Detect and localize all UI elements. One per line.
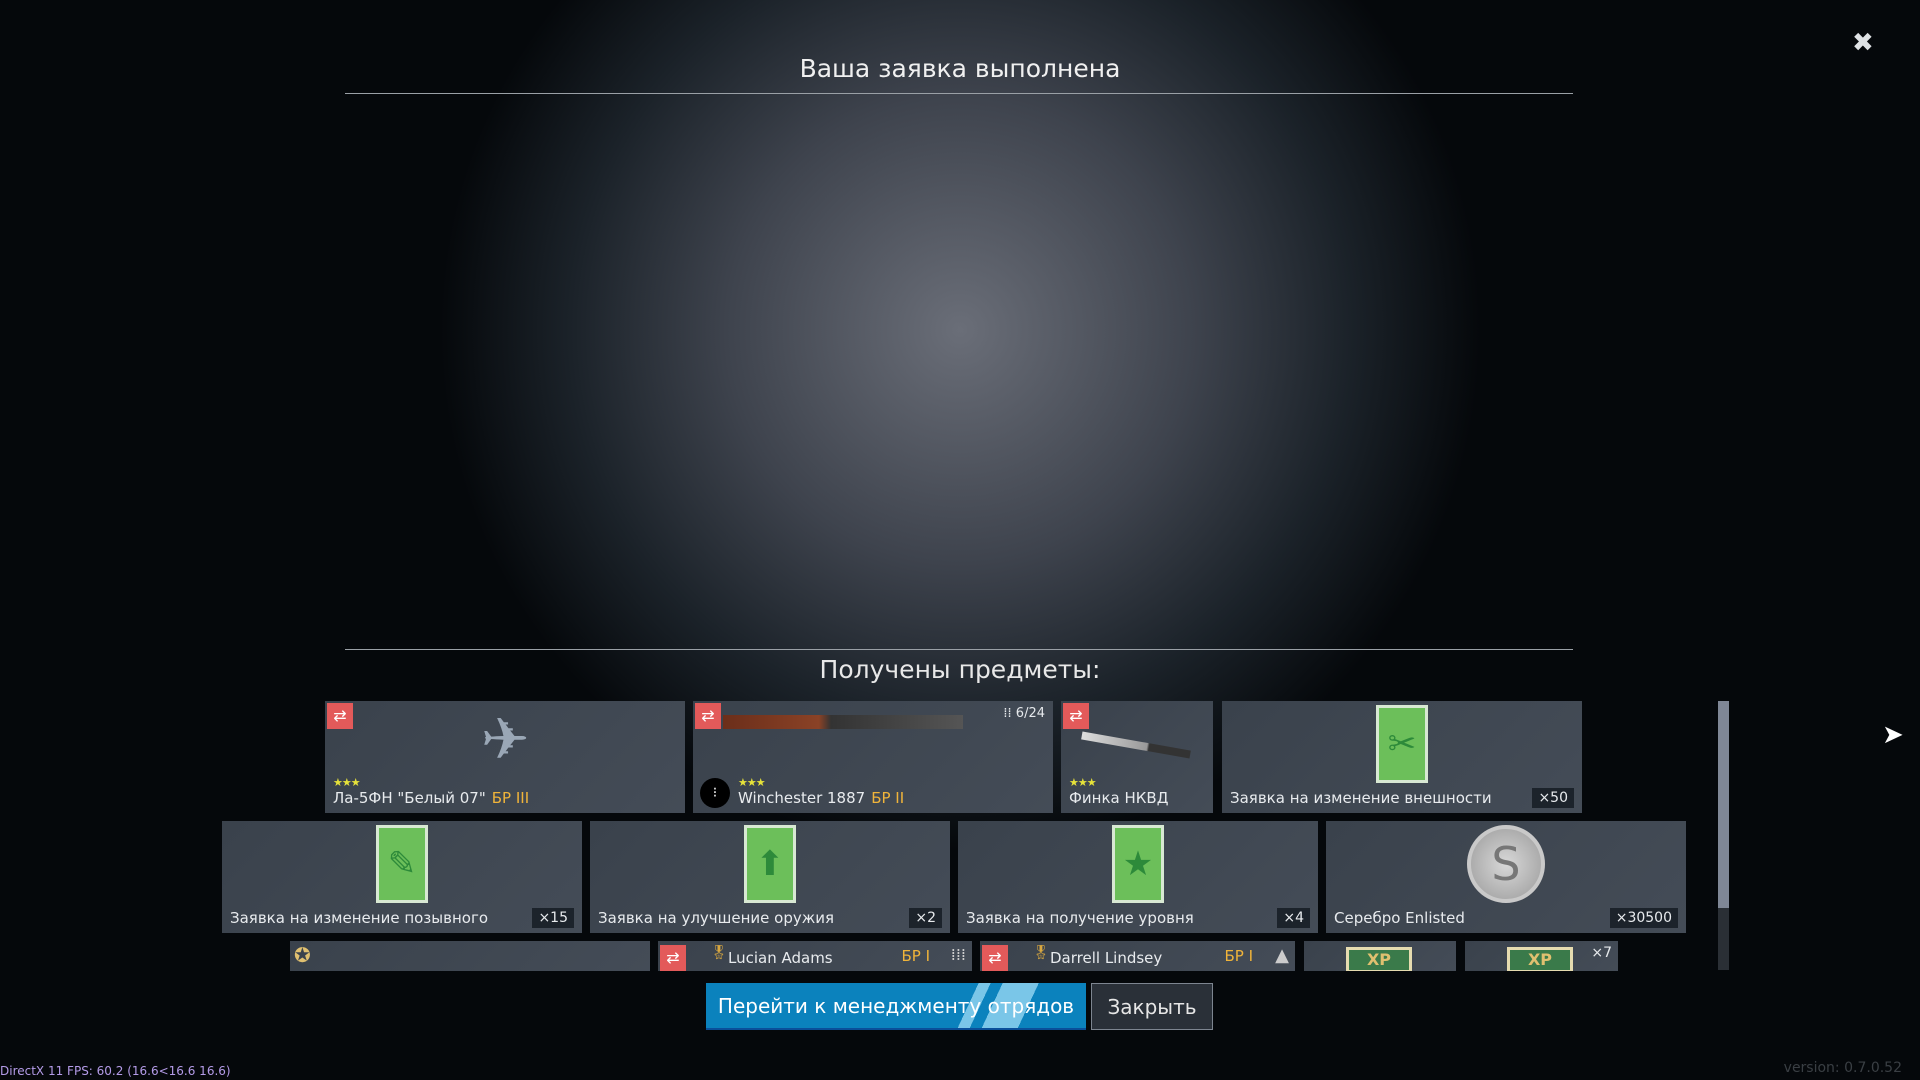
- ammo-type-icon: ⁝: [700, 778, 730, 808]
- stars: ★★★: [1069, 776, 1097, 789]
- swap-icon: ⇄: [660, 945, 686, 971]
- upgrade-arrow-icon: ⬆: [744, 825, 796, 903]
- received-heading: Получены предметы:: [819, 655, 1101, 684]
- reward-card-plane[interactable]: ⇄ ✈ ★★★ Ла-5ФН "Белый 07" БР III: [325, 701, 685, 813]
- star-icon: ★: [1112, 825, 1164, 903]
- knife-icon: [1081, 731, 1191, 759]
- item-count: ×15: [532, 908, 574, 928]
- divider: [345, 649, 1573, 650]
- plane-icon: ✈: [480, 705, 530, 773]
- scissors-icon: ✂: [1376, 705, 1428, 783]
- dialog-title: Ваша заявка выполнена: [799, 54, 1121, 83]
- swap-icon: ⇄: [695, 703, 721, 729]
- rank-medal-icon: 🎖: [710, 945, 728, 961]
- close-icon[interactable]: ✖: [1852, 28, 1874, 58]
- shotgun-icon: [723, 715, 963, 729]
- swap-icon: ⇄: [327, 703, 353, 729]
- reward-card-weapon-upgrade[interactable]: ⬆ Заявка на улучшение оружия ×2: [590, 821, 950, 933]
- divider: [345, 93, 1573, 94]
- stars: ★★★: [333, 776, 361, 789]
- xp-icon: XP: [1507, 947, 1573, 971]
- medal-icon: ✪: [294, 943, 311, 967]
- battle-rating: БР II: [871, 789, 905, 807]
- swap-icon: ⇄: [982, 945, 1008, 971]
- item-count: ×7: [1591, 945, 1612, 961]
- reward-card-callsign[interactable]: ✎ Заявка на изменение позывного ×15: [222, 821, 582, 933]
- item-count: ×2: [909, 908, 942, 928]
- item-name: Серебро Enlisted: [1334, 909, 1465, 927]
- battle-rating: БР III: [491, 789, 530, 807]
- item-name: Финка НКВД: [1069, 789, 1169, 807]
- reward-card-medal[interactable]: ✪: [290, 941, 650, 971]
- reward-card-appearance[interactable]: ✂ Заявка на изменение внешности ×50: [1222, 701, 1582, 813]
- reward-card-soldier[interactable]: ⇄ 🎖 Darrell Lindsey БР I ▲: [980, 941, 1295, 971]
- close-button[interactable]: Закрыть: [1091, 983, 1213, 1030]
- go-to-squad-management-button[interactable]: Перейти к менеджменту отрядов: [706, 983, 1086, 1030]
- reward-card-silver[interactable]: S Серебро Enlisted ×30500: [1326, 821, 1686, 933]
- swap-icon: ⇄: [1063, 703, 1089, 729]
- xp-icon: XP: [1346, 947, 1412, 971]
- reward-card-soldier[interactable]: ⇄ 🎖 Lucian Adams БР I ⁞⁞⁞: [658, 941, 972, 971]
- item-name: Заявка на изменение позывного: [230, 909, 489, 927]
- soldier-name: Lucian Adams: [728, 949, 833, 967]
- ammo-class-icon: ⁞⁞⁞: [950, 945, 966, 964]
- reward-card-level[interactable]: ★ Заявка на получение уровня ×4: [958, 821, 1318, 933]
- item-count: ×30500: [1609, 908, 1678, 928]
- class-icon: ▲: [1275, 945, 1289, 966]
- silver-coin-icon: S: [1467, 825, 1545, 903]
- item-name: Ла-5ФН "Белый 07": [333, 789, 486, 807]
- stars: ★★★: [738, 776, 766, 789]
- ammo-count: ⁞⁞ 6/24: [1003, 706, 1045, 721]
- reward-card-xp[interactable]: XP: [1304, 941, 1456, 971]
- mouse-cursor-icon: ➤: [1882, 720, 1904, 750]
- item-count: ×50: [1532, 788, 1574, 808]
- item-name: Winchester 1887: [738, 789, 866, 807]
- reward-card-knife[interactable]: ⇄ ★★★ Финка НКВД: [1061, 701, 1213, 813]
- version-label: version: 0.7.0.52: [1783, 1060, 1902, 1076]
- reward-card-shotgun[interactable]: ⇄ ⁞⁞ 6/24 ⁝ ★★★ Winchester 1887 БР II: [693, 701, 1053, 813]
- battle-rating: БР I: [1224, 947, 1253, 965]
- reward-card-xp[interactable]: XP ×7: [1465, 941, 1618, 971]
- fps-counter: DirectX 11 FPS: 60.2 (16.6<16.6 16.6): [0, 1064, 231, 1078]
- rank-medal-icon: 🎖: [1032, 945, 1050, 961]
- pencil-icon: ✎: [376, 825, 428, 903]
- item-count: ×4: [1277, 908, 1310, 928]
- item-name: Заявка на улучшение оружия: [598, 909, 835, 927]
- battle-rating: БР I: [901, 947, 930, 965]
- soldier-name: Darrell Lindsey: [1050, 949, 1163, 967]
- scrollbar-thumb[interactable]: [1718, 701, 1729, 908]
- item-name: Заявка на изменение внешности: [1230, 789, 1492, 807]
- item-name: Заявка на получение уровня: [966, 909, 1194, 927]
